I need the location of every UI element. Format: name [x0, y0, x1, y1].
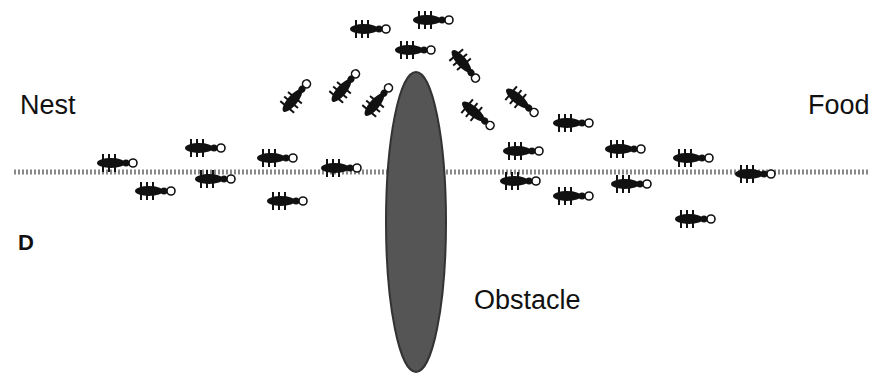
obstacle-shape [386, 72, 446, 372]
place-label: Food [808, 92, 870, 119]
ant-group [97, 11, 775, 228]
panel-letter: D [18, 232, 34, 254]
obstacle-label: Obstacle [474, 287, 581, 314]
place-label: Nest [20, 92, 76, 119]
